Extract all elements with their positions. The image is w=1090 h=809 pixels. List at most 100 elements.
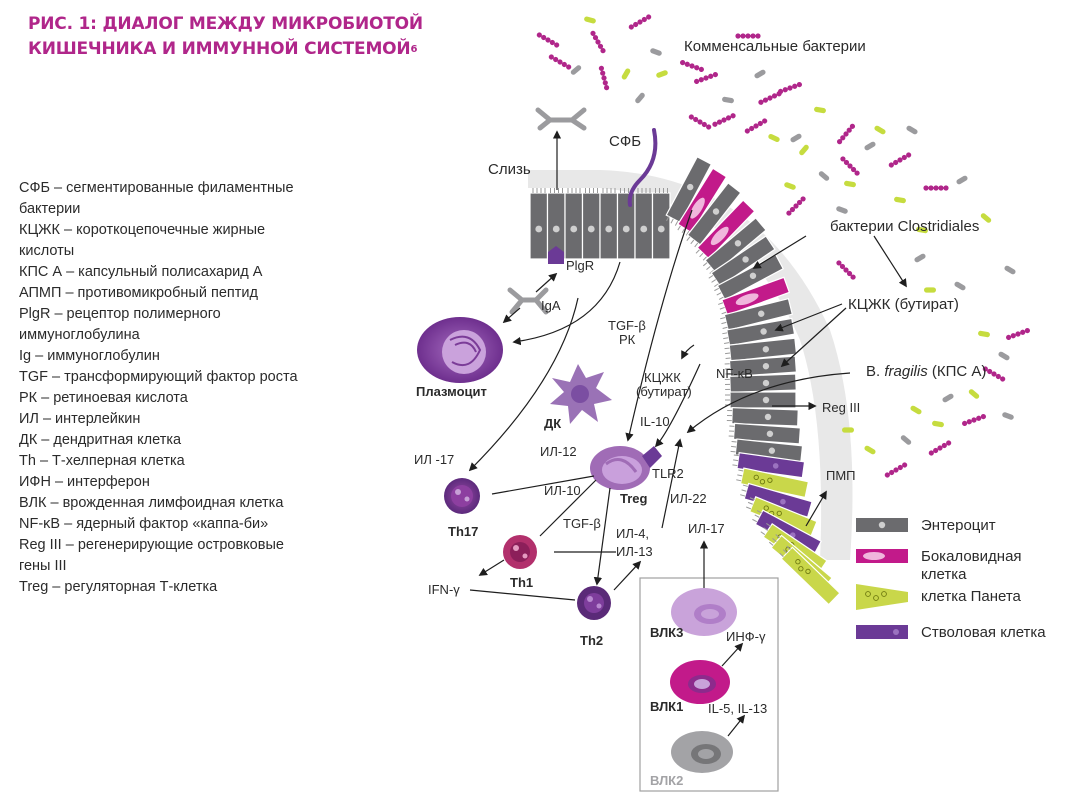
bacterium-icon <box>680 59 704 73</box>
legend-swatch-goblet <box>856 549 908 563</box>
glossary-list: СФБ – сегментированные филаментные бакте… <box>19 178 319 598</box>
bacterium-icon <box>980 213 992 223</box>
epithelial-cell <box>714 253 785 301</box>
epithelial-cell <box>564 188 584 260</box>
bacterium-icon <box>982 366 1006 382</box>
bacterium-icon <box>790 133 802 143</box>
commensal-bacteria <box>536 14 1030 478</box>
label-amp: ПМП <box>826 468 856 483</box>
label-ilc1: ВЛК1 <box>650 699 683 714</box>
bacterium-icon <box>888 152 912 168</box>
label-rk: РК <box>619 332 636 347</box>
bacterium-icon <box>754 69 766 79</box>
legend-label-stem: Стволовая клетка <box>921 624 1046 641</box>
iga-molecule-top <box>535 107 587 131</box>
figure-title-ref: 6 <box>410 44 418 55</box>
label-reg3: Reg III <box>822 400 860 415</box>
epithelial-cell <box>718 276 791 316</box>
bacterium-icon <box>928 440 952 456</box>
label-commensal: Комменсальные бактерии <box>684 38 866 55</box>
label-tgfb2: TGF-β <box>563 516 601 531</box>
th2-cell <box>577 586 611 620</box>
legend-label-goblet: Бокаловидная <box>921 548 1022 565</box>
bacterium-icon <box>735 33 761 39</box>
bacterium-icon <box>570 65 582 75</box>
bacterium-icon <box>916 226 928 234</box>
legend-item-stem: Стволовая клетка <box>856 624 1046 641</box>
label-ifng: IFN-γ <box>428 582 460 597</box>
ilc1-cell <box>670 660 730 704</box>
legend-swatch-paneth <box>856 584 908 610</box>
dendritic-cell-nucleus <box>571 385 589 403</box>
epithelial-cell <box>599 188 619 260</box>
bacterium-icon <box>906 125 918 135</box>
intestinal-epithelium <box>529 155 841 606</box>
label-th1: Th1 <box>510 575 533 590</box>
bacterium-icon <box>968 389 980 399</box>
label-iga: IgA <box>541 298 561 313</box>
epithelial-cell <box>695 199 756 261</box>
plgr-receptor <box>548 246 564 264</box>
epithelial-cell <box>724 373 797 393</box>
bacterium-icon <box>894 196 906 204</box>
bacterium-icon <box>840 156 860 176</box>
glossary-item: Reg III – регенерирующие островковые ген… <box>19 537 284 574</box>
th1-cell <box>503 535 537 569</box>
label-il5: IL-5, IL-13 <box>708 701 767 716</box>
bacterium-icon <box>998 351 1010 361</box>
label-treg: Treg <box>620 491 648 506</box>
ilc-panel <box>639 577 779 792</box>
bacterium-icon <box>621 68 631 80</box>
bacterium-icon <box>1002 412 1014 420</box>
label-il10b: ИЛ-10 <box>544 483 581 498</box>
tlr2-receptor <box>642 446 662 468</box>
glossary-item: РК – ретиноевая кислота <box>19 390 188 406</box>
bacterium-icon <box>799 144 809 156</box>
label-nfkb: NF-κB <box>716 366 753 381</box>
glossary-item: ВЛК – врожденная лимфоидная клетка <box>19 495 284 511</box>
bacterium-icon <box>962 413 986 427</box>
bacterium-icon <box>712 113 736 127</box>
label-ilc3: ВЛК3 <box>650 625 683 640</box>
legend-swatch-enterocyte <box>856 518 908 532</box>
label-plgr: PlgR <box>566 258 594 273</box>
bacterium-icon <box>910 405 922 415</box>
ilc2-cell <box>671 731 733 773</box>
epithelial-cell <box>616 188 636 260</box>
glossary-item: TGF – трансформирующий фактор роста <box>19 369 298 385</box>
bacterium-icon <box>744 118 768 134</box>
bacterium-icon <box>628 14 652 30</box>
label-il10a: IL-10 <box>640 414 670 429</box>
label-scfa-2: (бутират) <box>636 384 692 399</box>
label-il4: ИЛ-4, <box>616 526 649 541</box>
bacterium-icon <box>932 420 944 428</box>
ilc3-cell <box>671 588 737 636</box>
bacterium-icon <box>956 175 968 185</box>
label-dc: ДК <box>544 416 561 431</box>
label-il22: ИЛ-22 <box>670 491 707 506</box>
glossary-item: ДК – дендритная клетка <box>19 432 182 448</box>
epithelial-cell <box>724 337 798 362</box>
label-il17b: ИЛ-17 <box>688 521 725 536</box>
bacterium-icon <box>1006 327 1030 341</box>
bacterium-icon <box>900 435 912 445</box>
epithelial-cell <box>779 545 841 606</box>
th17-cell <box>444 478 480 514</box>
glossary-item: PlgR – рецептор полимерного иммуноглобул… <box>19 306 221 343</box>
epithelial-cell <box>651 188 671 260</box>
legend-swatch-stem <box>856 625 908 639</box>
bacterium-icon <box>818 171 830 181</box>
glossary-item: ИФН – интерферон <box>19 474 150 490</box>
bacterium-icon <box>874 125 886 135</box>
epithelial-cell <box>581 188 601 260</box>
glossary-item: АПМП – противомикробный пептид <box>19 285 258 301</box>
bacterium-icon <box>784 182 796 190</box>
bacterium-icon <box>590 30 606 54</box>
label-scfa-1: КЦЖК <box>644 370 681 385</box>
bacterium-icon <box>844 180 856 188</box>
bacterium-icon <box>864 445 876 455</box>
bacterium-icon <box>836 206 848 214</box>
